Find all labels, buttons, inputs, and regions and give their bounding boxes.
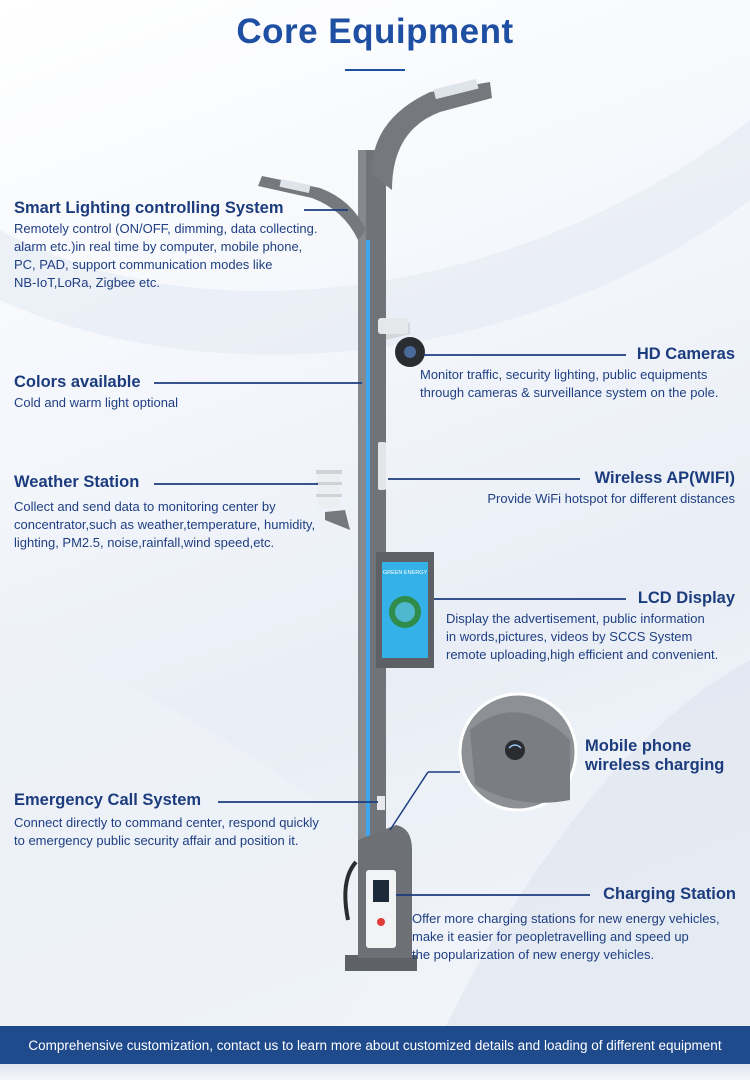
page-title: Core Equipment bbox=[236, 12, 514, 51]
desc-line: through cameras & surveillance system on… bbox=[420, 385, 719, 400]
feature-lcd-display: LCD Display Display the advertisement, p… bbox=[436, 589, 735, 664]
weather-station bbox=[318, 470, 340, 508]
feature-heading-line-1: Mobile phone bbox=[585, 737, 692, 755]
feature-description: Collect and send data to monitoring cent… bbox=[14, 498, 334, 552]
feature-description: Display the advertisement, public inform… bbox=[436, 610, 735, 664]
desc-line: NB-IoT,LoRa, Zigbee etc. bbox=[14, 275, 160, 290]
desc-line: Provide WiFi hotspot for different dista… bbox=[487, 491, 735, 506]
feature-description: Monitor traffic, security lighting, publ… bbox=[410, 366, 735, 402]
feature-weather: Weather Station Collect and send data to… bbox=[14, 473, 334, 552]
desc-line: Display the advertisement, public inform… bbox=[446, 611, 705, 626]
footer-text: Comprehensive customization, contact us … bbox=[28, 1037, 722, 1053]
desc-line: in words,pictures, videos by SCCS System bbox=[446, 629, 693, 644]
side-arm bbox=[258, 176, 366, 240]
lcd-screen-text: GREEN ENERGY bbox=[383, 570, 428, 576]
feature-charging-station: Charging Station Offer more charging sta… bbox=[412, 885, 742, 964]
feature-wireless-ap: Wireless AP(WIFI) Provide WiFi hotspot f… bbox=[430, 469, 735, 508]
desc-line: the popularization of new energy vehicle… bbox=[412, 947, 655, 962]
feature-description: Cold and warm light optional bbox=[14, 394, 314, 412]
feature-emergency-call: Emergency Call System Connect directly t… bbox=[14, 791, 344, 850]
feature-heading: LCD Display bbox=[637, 589, 735, 607]
footer-shadow bbox=[0, 1064, 750, 1080]
feature-smart-lighting: Smart Lighting controlling System Remote… bbox=[14, 199, 354, 292]
desc-line: remote uploading,high efficient and conv… bbox=[446, 647, 719, 662]
feature-description: Provide WiFi hotspot for different dista… bbox=[430, 490, 735, 508]
feature-heading: Weather Station bbox=[14, 473, 140, 491]
emergency-call-panel bbox=[377, 796, 385, 810]
desc-line: alarm etc.)in real time by computer, mob… bbox=[14, 239, 303, 254]
desc-line: Monitor traffic, security lighting, publ… bbox=[420, 367, 708, 382]
desc-line: Cold and warm light optional bbox=[14, 395, 179, 410]
feature-wireless-charging: Mobile phone wireless charging bbox=[585, 737, 745, 775]
desc-line: Offer more charging stations for new ene… bbox=[412, 911, 720, 926]
desc-line: make it easier for peopletravelling and … bbox=[412, 929, 689, 944]
desc-line: to emergency public security affair and … bbox=[14, 833, 299, 848]
desc-line: Remotely control (ON/OFF, dimming, data … bbox=[14, 221, 318, 236]
wifi-ap bbox=[378, 442, 386, 490]
desc-line: Collect and send data to monitoring cent… bbox=[14, 499, 276, 514]
desc-line: Connect directly to command center, resp… bbox=[14, 815, 319, 830]
feature-description: Remotely control (ON/OFF, dimming, data … bbox=[14, 220, 354, 292]
feature-heading: Wireless AP(WIFI) bbox=[594, 469, 735, 487]
footer-banner: Comprehensive customization, contact us … bbox=[0, 1026, 750, 1064]
upper-arm bbox=[371, 82, 492, 190]
feature-heading: Charging Station bbox=[603, 885, 736, 903]
desc-line: lighting, PM2.5, noise,rainfall,wind spe… bbox=[14, 535, 275, 550]
led-strip bbox=[366, 240, 370, 840]
feature-description: Offer more charging stations for new ene… bbox=[412, 910, 742, 964]
feature-heading: Colors available bbox=[14, 373, 141, 391]
title-underline bbox=[345, 69, 405, 71]
feature-heading: Emergency Call System bbox=[14, 791, 202, 809]
feature-description: Connect directly to command center, resp… bbox=[14, 814, 344, 850]
feature-heading: Smart Lighting controlling System bbox=[14, 199, 284, 217]
feature-colors: Colors available Cold and warm light opt… bbox=[14, 373, 314, 412]
feature-heading-line-2: wireless charging bbox=[585, 756, 725, 774]
pole-base bbox=[345, 955, 417, 971]
feature-heading: HD Cameras bbox=[636, 345, 735, 363]
desc-line: concentrator,such as weather,temperature… bbox=[14, 517, 316, 532]
desc-line: PC, PAD, support communication modes lik… bbox=[14, 257, 273, 272]
feature-hd-cameras: HD Cameras Monitor traffic, security lig… bbox=[410, 345, 735, 402]
